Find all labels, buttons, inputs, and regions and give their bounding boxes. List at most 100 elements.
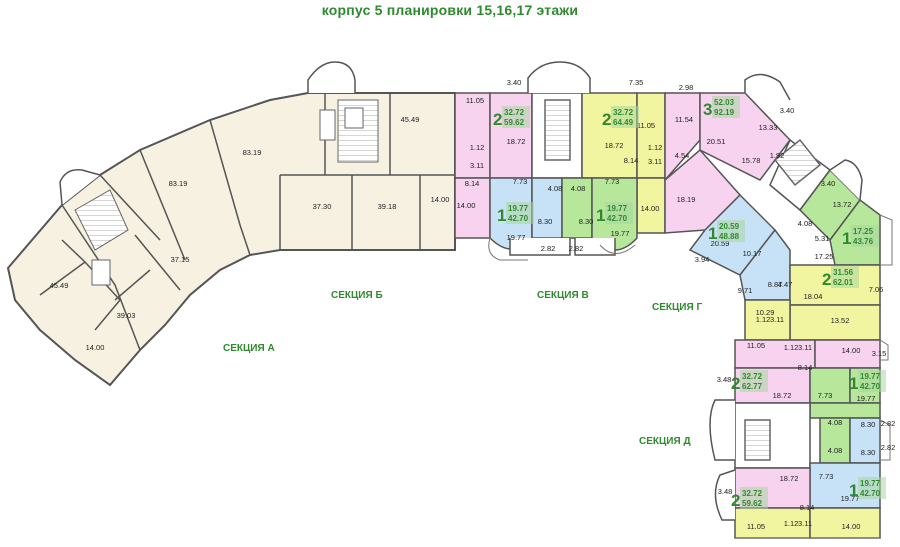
apartment-total-area: 62.01 <box>833 278 854 287</box>
room-area-label: 8.30 <box>579 217 594 226</box>
apartment-living-area: 19.77 <box>860 479 881 488</box>
room-area-label: 8.30 <box>538 217 553 226</box>
apartment-total-area: 59.62 <box>504 118 525 127</box>
section-label-g: СЕКЦИЯ Г <box>652 302 703 313</box>
room-area-label: 14.00 <box>641 204 660 213</box>
room-area-label: 1.12 <box>470 143 485 152</box>
apartment-rooms: 1 <box>849 374 858 393</box>
room-area-label: 1.12 <box>784 343 799 352</box>
apartment-rooms: 2 <box>493 110 502 129</box>
section-label-d: СЕКЦИЯ Д <box>639 436 691 447</box>
room-area-label: 8.14 <box>800 503 815 512</box>
apartment-tag-bg <box>717 220 745 242</box>
room-area-label: 2.82 <box>541 244 556 253</box>
room-area-label: 39.18 <box>378 202 397 211</box>
wing-v <box>454 61 666 256</box>
room-area-label: 8.30 <box>861 420 876 429</box>
room-area-label: 2.82 <box>881 443 896 452</box>
apartment-rooms: 1 <box>596 206 605 225</box>
room-area-label: 83.19 <box>169 179 188 188</box>
room-area-label: 18.72 <box>507 137 526 146</box>
room-area-label: 4.08 <box>828 418 843 427</box>
apartment-tag-bg <box>740 487 768 509</box>
room-area-label: 10.17 <box>743 249 762 258</box>
room-area-label: 3.48 <box>717 375 732 384</box>
room-area-label: 8.14 <box>798 363 813 372</box>
apartment-tag-bg <box>858 370 886 392</box>
apartment-total-area: 42.70 <box>607 214 628 223</box>
room-area-label: 5.31 <box>815 234 830 243</box>
room-area-label: 37.30 <box>313 202 332 211</box>
room-area-label: 3.15 <box>872 349 887 358</box>
apartment-total-area: 59.62 <box>742 499 763 508</box>
apartment-rooms: 2 <box>731 491 740 510</box>
room-area-label: 1.12 <box>756 315 771 324</box>
room-area-label: 19.77 <box>857 394 876 403</box>
plan-title: корпус 5 планировки 15,16,17 этажи <box>321 2 579 18</box>
room-area-label: 14.00 <box>457 201 476 210</box>
apartment-living-area: 52.03 <box>714 98 735 107</box>
room-area-label: 45.49 <box>401 115 420 124</box>
room-area-label: 3.40 <box>507 78 522 87</box>
room-area-label: 3.48 <box>718 487 733 496</box>
apartment-living-area: 19.77 <box>607 204 628 213</box>
wing-ab <box>6 92 456 387</box>
room-area-label: 11.05 <box>747 341 765 350</box>
room-area-label: 8.30 <box>861 448 876 457</box>
apartment-tag-bg <box>502 106 530 128</box>
apartment-total-area: 42.70 <box>860 382 881 391</box>
apartment-total-area: 43.76 <box>853 237 874 246</box>
apartment-rooms: 1 <box>497 206 506 225</box>
room-area-label: 7.73 <box>819 472 834 481</box>
room-area-label: 18.19 <box>677 195 696 204</box>
room-area-label: 19.77 <box>507 233 526 242</box>
apartment-rooms: 1 <box>708 224 717 243</box>
room-area-label: 3.11 <box>798 343 812 352</box>
room-area-label: 8.14 <box>624 156 639 165</box>
room-area-label: 18.72 <box>773 391 792 400</box>
room-area-label: 8.87 <box>768 280 783 289</box>
room-area-label: 3.11 <box>770 315 784 324</box>
room-area-label: 2.98 <box>679 83 694 92</box>
room-area-label: 19.77 <box>611 229 630 238</box>
apartment-tag-bg <box>858 477 886 499</box>
room-area-label: 3.40 <box>821 179 836 188</box>
apartment-tag-bg <box>851 225 879 247</box>
room-area-label: 20.59 <box>711 239 730 248</box>
room-area-label: 7.35 <box>629 78 644 87</box>
room-area-label: 14.00 <box>842 522 861 531</box>
stair-cores-ab <box>59 61 379 286</box>
room-area-label: 4.08 <box>571 184 586 193</box>
room-area-label: 3.11 <box>648 157 662 166</box>
room-area-label: 10.29 <box>756 308 775 317</box>
room-area-label: 11.05 <box>747 522 765 531</box>
room-area-label: 14.00 <box>86 343 105 352</box>
room-area-label: 13.52 <box>831 316 850 325</box>
apartment-rooms: 2 <box>822 270 831 289</box>
apartment-tag-bg <box>740 370 768 392</box>
room-area-label: 18.72 <box>780 474 799 483</box>
apartment-rooms: 3 <box>703 100 712 119</box>
apartment-living-area: 32.72 <box>613 108 634 117</box>
room-area-label: 2.82 <box>881 419 896 428</box>
room-area-label: 4.47 <box>778 280 793 289</box>
room-area-label: 45.49 <box>50 281 69 290</box>
room-area-label: 2.82 <box>569 244 584 253</box>
room-area-label: 13.33 <box>759 123 778 132</box>
section-label-a: СЕКЦИЯ А <box>223 343 275 354</box>
room-area-label: 7.73 <box>605 177 620 186</box>
apartment-total-area: 64.49 <box>613 118 634 127</box>
room-area-label: 11.05 <box>466 96 484 105</box>
apartment-tag-bg <box>506 202 534 224</box>
apartment-rooms: 2 <box>602 110 611 129</box>
section-label-b: СЕКЦИЯ Б <box>331 290 383 301</box>
